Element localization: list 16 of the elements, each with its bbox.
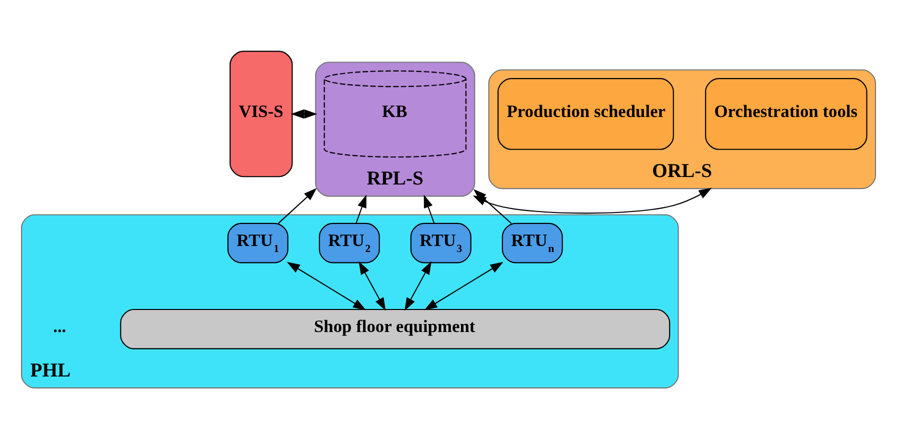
arrow: [286, 262, 366, 310]
arrow: [358, 261, 386, 311]
node-box: RTU$_{1}$: [227, 222, 288, 264]
node-box: Shop floor equipment: [120, 308, 670, 350]
node-box: RTU$_{3}$: [410, 222, 472, 264]
node-box: VIS-S: [230, 50, 293, 178]
node-box: Production scheduler: [498, 78, 674, 150]
node-box: RTU$_{2}$: [318, 222, 380, 264]
arrow: [424, 194, 435, 224]
arrow: [424, 262, 504, 310]
arrow: [356, 194, 366, 224]
node-box: Orchestration tools: [705, 78, 868, 150]
node-box: RTU$_{n}$: [502, 222, 563, 264]
arrow: [404, 261, 432, 311]
label: ...: [53, 316, 66, 336]
arrow: [290, 109, 318, 119]
